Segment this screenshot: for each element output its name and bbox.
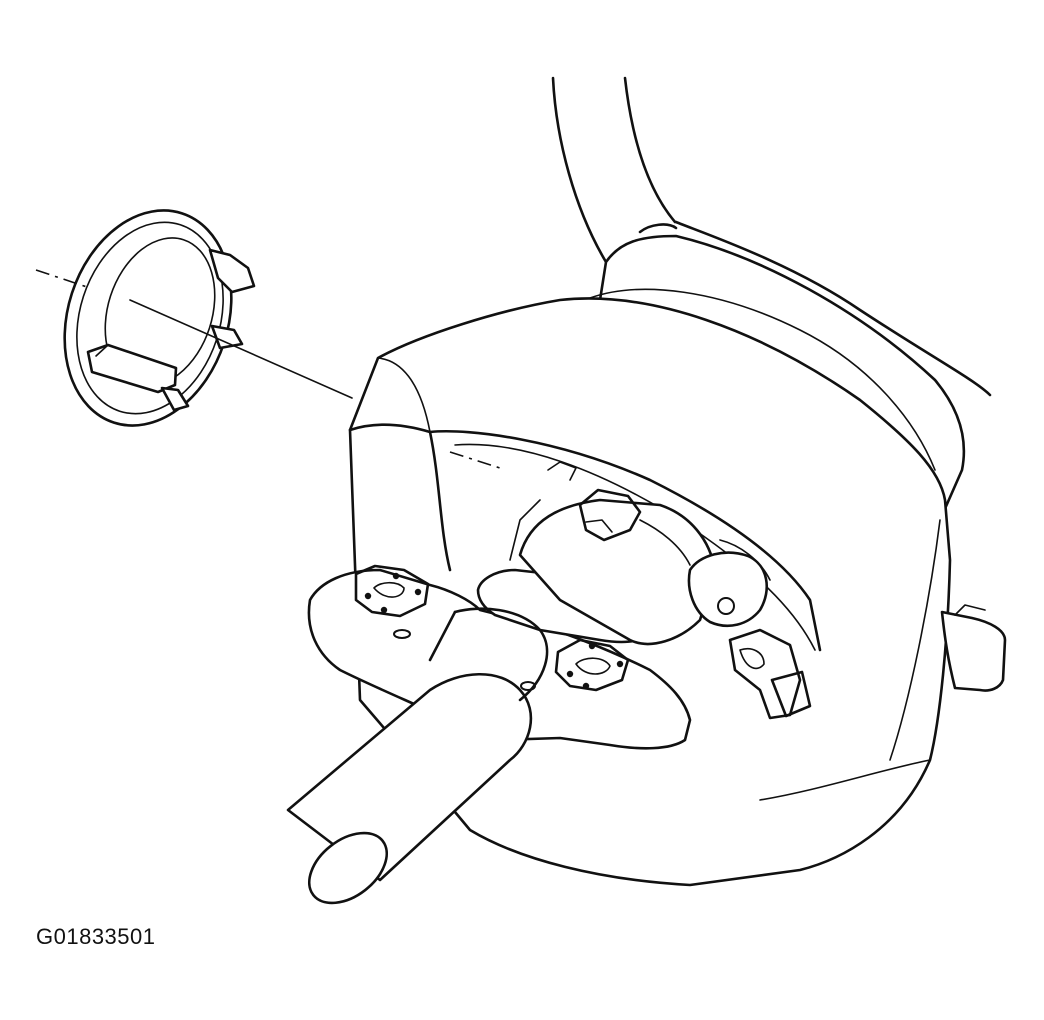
lock-housing xyxy=(476,461,771,646)
steering-wheel-rim xyxy=(551,76,992,397)
column-tube xyxy=(286,607,549,905)
side-bracket xyxy=(940,604,1007,692)
right-lower-bracket xyxy=(728,628,812,720)
figure-code: G01833501 xyxy=(36,924,156,949)
alignment-axis xyxy=(35,269,501,469)
ignition-bezel xyxy=(63,209,256,427)
lower-bracket xyxy=(307,564,692,750)
